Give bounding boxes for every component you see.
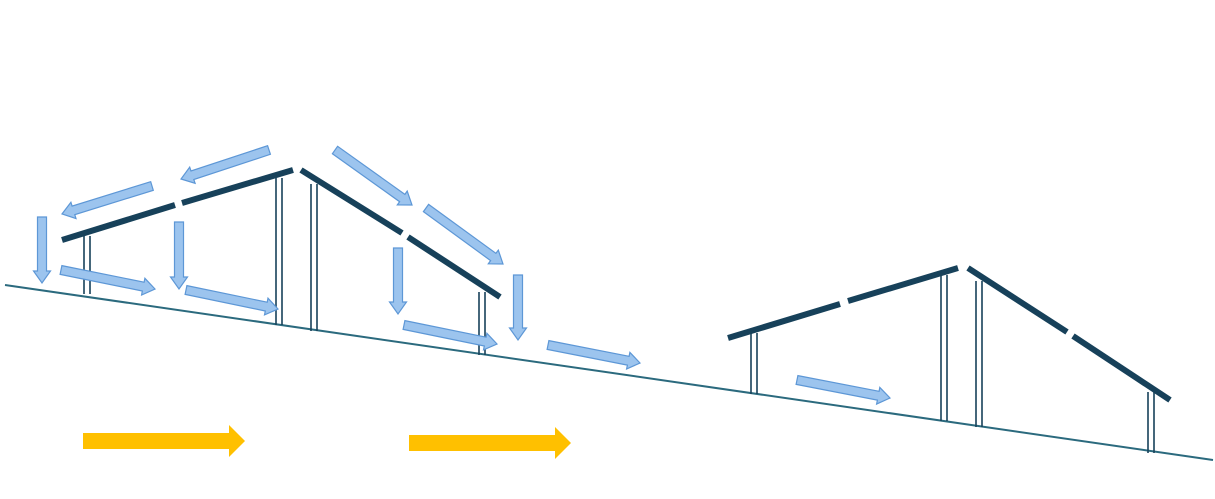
flow-arrow-icon: [169, 221, 189, 291]
wind-arrow-icon: [83, 425, 245, 457]
flow-arrow-icon: [402, 319, 499, 351]
post: [310, 184, 318, 331]
solar-panel: [727, 301, 841, 341]
flow-arrow-icon: [61, 180, 155, 220]
right-structure: [727, 265, 1172, 453]
solar-panel: [1071, 333, 1172, 403]
solar-panel: [61, 202, 176, 243]
flow-arrow-icon: [508, 274, 528, 342]
flow-arrow-icon: [795, 374, 892, 406]
flow-arrow-icon: [32, 216, 52, 285]
solar-panel: [406, 234, 502, 300]
post: [275, 178, 283, 325]
solar-panel: [966, 265, 1069, 335]
left-structure: [61, 167, 502, 355]
flow-arrow-icon: [546, 339, 642, 371]
post: [750, 333, 758, 394]
ground-slope-line: [4, 284, 1214, 461]
flow-arrow-icon: [180, 144, 272, 185]
solar-panel: [299, 167, 404, 236]
post: [940, 275, 948, 421]
solar-panel: [847, 265, 959, 304]
flow-arrow-icon: [331, 145, 413, 206]
flow-arrow-icon: [184, 284, 280, 316]
post: [975, 281, 983, 427]
flow-arrow-icon: [388, 247, 408, 316]
wind-arrows: [83, 425, 571, 459]
post: [1147, 392, 1155, 453]
flow-arrow-icon: [59, 264, 157, 297]
post: [83, 236, 91, 294]
solar-panel: [181, 167, 294, 206]
wind-arrow-icon: [409, 427, 571, 459]
water-flow-arrows: [32, 144, 892, 406]
flow-arrow-icon: [422, 203, 504, 265]
